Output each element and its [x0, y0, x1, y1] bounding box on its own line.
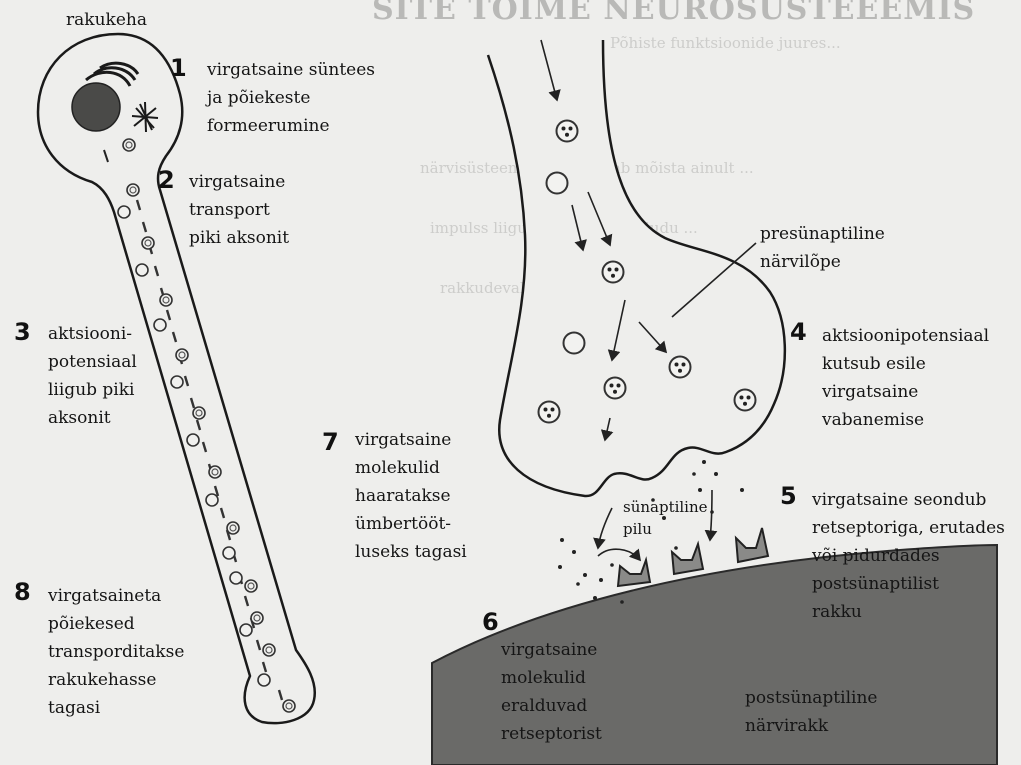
- axon-vesicle: [123, 139, 135, 151]
- step-number: 1: [170, 54, 187, 82]
- synaptic-vesicle: [564, 333, 585, 354]
- axon-vesicle: [176, 349, 188, 361]
- axon-vesicle: [209, 466, 221, 478]
- axon-vesicle: [160, 294, 172, 306]
- step-text: virgatsaine molekulid eralduvad retsepto…: [501, 636, 602, 748]
- step-number: 6: [482, 608, 499, 636]
- step-text: aktsiooni- potensiaal liigub piki aksoni…: [48, 320, 137, 432]
- axon-vesicle: [206, 494, 218, 506]
- axon-vesicle: [283, 700, 295, 712]
- step-number: 5: [780, 482, 797, 510]
- synaptic-vesicle: [557, 121, 578, 142]
- axon-vesicle: [193, 407, 205, 419]
- axon-vesicle: [171, 376, 183, 388]
- step-number: 3: [14, 318, 31, 346]
- step-number: 4: [790, 318, 807, 346]
- axon-vesicle: [136, 264, 148, 276]
- label-postsynaptic-cell: postsünaptiline närvirakk: [745, 684, 877, 740]
- presynaptic-terminal-outline: [488, 40, 785, 496]
- step-text: virgatsaineta põiekesed transporditakse …: [48, 582, 184, 722]
- receptor: [618, 560, 650, 586]
- synaptic-vesicle: [605, 378, 626, 399]
- synaptic-vesicle: [670, 357, 691, 378]
- axon-vesicle: [245, 580, 257, 592]
- axon-vesicle: [187, 434, 199, 446]
- label-synaptic-cleft: sünaptiline pilu: [623, 496, 708, 540]
- synaptic-vesicle: [603, 262, 624, 283]
- axon-vesicle: [240, 624, 252, 636]
- axon-vesicle: [263, 644, 275, 656]
- step-number: 8: [14, 578, 31, 606]
- step-number: 7: [322, 428, 339, 456]
- step-text: virgatsaine seondub retseptoriga, erutad…: [812, 486, 1005, 626]
- label-cell-body: rakukeha: [66, 6, 147, 34]
- nucleus: [72, 83, 120, 131]
- label-presynaptic-terminal: presünaptiline närvilõpe: [760, 220, 885, 276]
- step-text: virgatsaine transport piki aksonit: [189, 168, 289, 252]
- axon-vesicle: [227, 522, 239, 534]
- step-text: aktsioonipotensiaal kutsub esile virgats…: [822, 322, 989, 434]
- axon-vesicle: [127, 184, 139, 196]
- step-text: virgatsaine molekulid haaratakse ümbertö…: [355, 426, 467, 566]
- step-text: virgatsaine süntees ja põiekeste formeer…: [207, 56, 375, 140]
- synaptic-vesicle: [539, 402, 560, 423]
- axon-vesicle: [154, 319, 166, 331]
- axon-vesicle: [230, 572, 242, 584]
- synaptic-vesicle: [547, 173, 568, 194]
- axon-vesicle: [142, 237, 154, 249]
- axon-vesicle: [251, 612, 263, 624]
- axon-vesicle: [118, 206, 130, 218]
- axon-vesicle: [258, 674, 270, 686]
- step-number: 2: [158, 166, 175, 194]
- synaptic-vesicle: [735, 390, 756, 411]
- receptor: [736, 528, 768, 562]
- axon-vesicle: [223, 547, 235, 559]
